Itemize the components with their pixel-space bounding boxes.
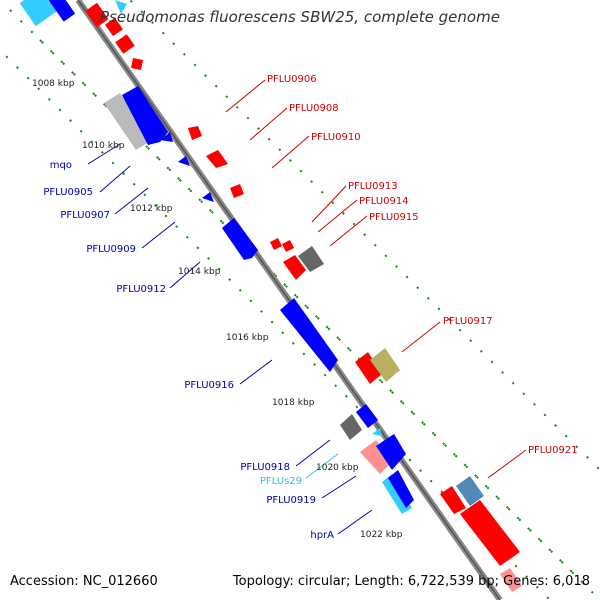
olive-feature [370, 348, 400, 382]
top-reverse-feature [48, 0, 76, 22]
gene-label[interactable]: PFLU0913 [348, 181, 398, 192]
kbp-tick-labels: 1008 kbp 1010 kbp 1012 kbp 1014 kbp 1016… [32, 79, 403, 540]
pflus29-feature [372, 428, 382, 436]
pflu0907-feature [178, 156, 190, 166]
pflu0908-feature [206, 150, 228, 168]
pflu0913-feature [270, 238, 282, 250]
genome-backbone-center [77, 0, 501, 600]
gene-label[interactable]: PFLU0919 [266, 495, 316, 506]
tick-label: 1018 kbp [272, 398, 315, 408]
topology-label: Topology: circular; Length: 6,722,539 bp… [232, 574, 590, 589]
pflu0916-feature [280, 298, 338, 372]
top-rna-feature [19, 0, 61, 27]
pflu0914-feature [282, 240, 294, 252]
tick-label: 1022 kbp [360, 530, 403, 540]
pink-feature [360, 440, 392, 474]
mqo-feature [122, 86, 168, 145]
fwd-feature-a [85, 2, 109, 28]
gene-label[interactable]: PFLU0916 [184, 380, 234, 391]
map-title: Pseudomonas fluorescens SBW25, complete … [100, 8, 500, 26]
gene-label[interactable]: PFLU0909 [86, 244, 136, 255]
gene-label[interactable]: PFLUs29 [260, 476, 302, 487]
hpra-feature [388, 470, 414, 508]
gene-label[interactable]: PFLU0912 [116, 284, 166, 295]
reverse-gene-labels: mqo PFLU0905 PFLU0907 PFLU0909 PFLU0912 … [43, 160, 334, 541]
pflu0906-feature [188, 126, 202, 140]
accession-label: Accession: NC_012660 [10, 574, 158, 589]
pflu0912-feature [222, 218, 258, 260]
label-leader-lines [87, 79, 527, 535]
outer-ring-ticks-2 [128, 0, 600, 472]
gene-label[interactable]: PFLU0905 [43, 187, 93, 198]
inner-ring-ticks [0, 48, 552, 600]
pflu0920-feature [440, 486, 466, 514]
pflu0917-feature [355, 352, 382, 384]
pflu0910-feature [230, 184, 244, 198]
steel-feature [456, 476, 484, 506]
pflu0915-feature [283, 255, 306, 280]
tick-label: 1020 kbp [316, 463, 359, 473]
pflu0909-feature [202, 192, 214, 202]
fwd-feature-b [105, 17, 123, 37]
fwd-feature-c [115, 34, 135, 54]
gene-label[interactable]: PFLU0907 [60, 210, 110, 221]
pflu0918-feature [356, 404, 378, 428]
tick-label: 1016 kbp [226, 333, 269, 343]
gene-label[interactable]: PFLU0918 [240, 462, 290, 473]
other-feature-b [340, 414, 362, 440]
gene-label[interactable]: PFLU0914 [359, 196, 409, 207]
tick-label: 1014 kbp [178, 267, 221, 277]
pink-feature-2 [500, 568, 522, 592]
fwd-feature-d [131, 58, 143, 70]
gene-label[interactable]: PFLU0917 [443, 316, 493, 327]
gene-label[interactable]: PFLU0921 [528, 445, 578, 456]
forward-gene-labels: PFLU0906 PFLU0908 PFLU0910 PFLU0913 PFLU… [267, 74, 578, 456]
pflu0921-feature [460, 500, 520, 566]
gene-label[interactable]: hprA [310, 530, 334, 541]
gene-label[interactable]: PFLU0910 [311, 132, 361, 143]
gene-label[interactable]: mqo [50, 160, 72, 171]
tick-label: 1012 kbp [130, 204, 173, 214]
gene-label[interactable]: PFLU0906 [267, 74, 317, 85]
tick-label: 1010 kbp [82, 141, 125, 151]
tick-label: 1008 kbp [32, 79, 75, 89]
other-feature-a [298, 246, 324, 272]
gene-label[interactable]: PFLU0915 [369, 212, 419, 223]
gene-label[interactable]: PFLU0908 [289, 103, 339, 114]
top-rna-arrow [115, 0, 127, 14]
pflu0905-feature [160, 132, 173, 142]
pflu0919-feature [376, 434, 406, 470]
pseudogene-feature [104, 93, 152, 150]
